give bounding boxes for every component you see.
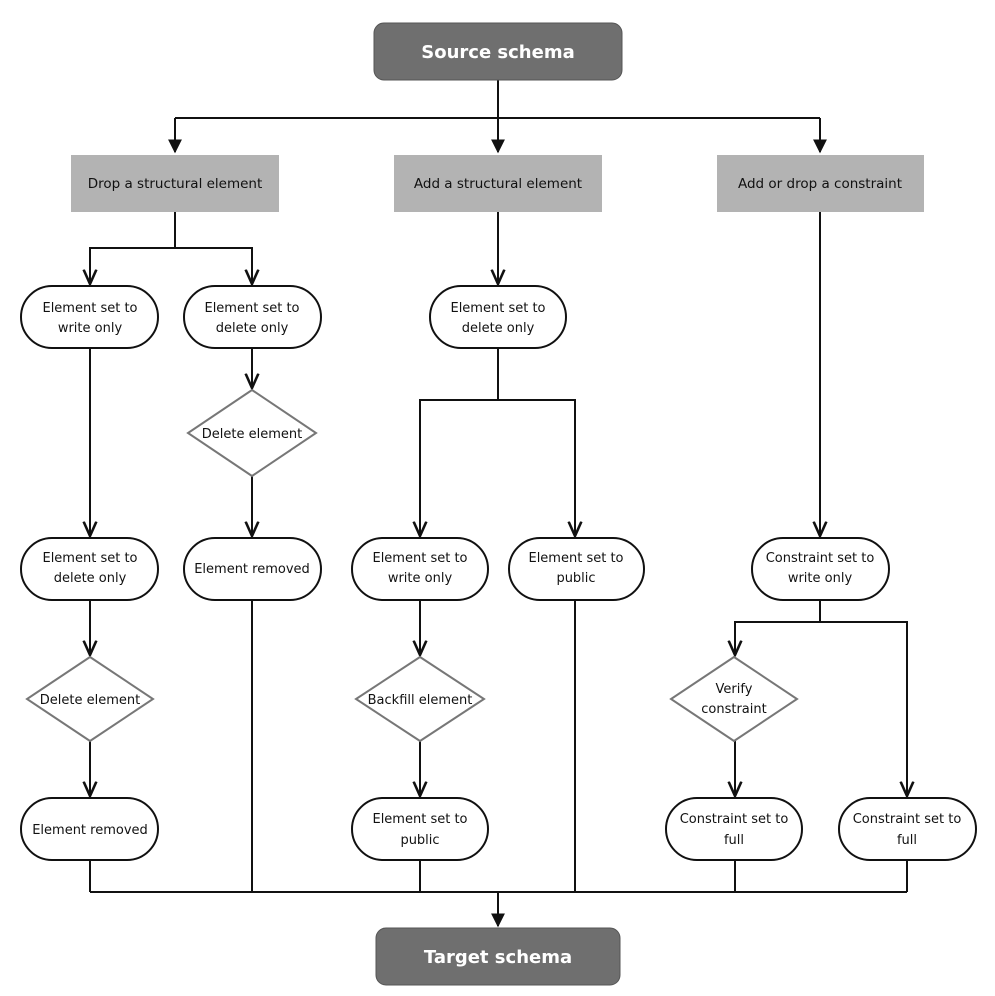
edge-drop-to-delete-only [175, 247, 252, 284]
add-public-a-line1: Element set to [528, 551, 623, 566]
drop-delete-only-b-node: Element set to delete only [183, 285, 322, 349]
drop-delete-only-a-node: Element set to delete only [20, 537, 159, 601]
add-write-only-node: Element set to write only [351, 537, 489, 601]
add-public-b-node: Element set to public [351, 797, 489, 861]
add-write-only-line1: Element set to [372, 551, 467, 566]
category-add-label: Add a structural element [414, 176, 582, 192]
edge-add-delete-only-to-write-only [420, 348, 499, 536]
edge-add-delete-only-to-public [498, 399, 575, 536]
drop-delete-element-b-diamond: Delete element [186, 388, 318, 478]
category-drop-node: Drop a structural element [71, 155, 279, 212]
add-public-a-node: Element set to public [508, 537, 645, 601]
category-constraint-node: Add or drop a constraint [717, 155, 924, 212]
target-schema-label: Target schema [424, 947, 572, 968]
add-write-only-line2: write only [388, 571, 453, 586]
drop-write-only-line2: write only [58, 321, 123, 336]
drop-delete-only-a-line2: delete only [54, 571, 127, 586]
con-full-b-line2: full [897, 833, 917, 848]
con-full-b-line1: Constraint set to [853, 812, 962, 827]
edge-con-write-only-to-full-b [820, 621, 907, 796]
add-delete-only-line2: delete only [462, 321, 535, 336]
drop-write-only-node: Element set to write only [20, 285, 159, 349]
add-public-b-line1: Element set to [372, 812, 467, 827]
add-public-a-line2: public [556, 571, 595, 586]
source-schema-node: Source schema [373, 22, 623, 81]
add-backfill-label: Backfill element [368, 693, 473, 708]
edge-drop-to-write-only [90, 212, 176, 284]
drop-write-only-line1: Element set to [42, 301, 137, 316]
drop-delete-element-b-label: Delete element [202, 427, 302, 442]
category-constraint-label: Add or drop a constraint [738, 176, 902, 192]
drop-removed-a-line1: Element removed [32, 823, 148, 838]
con-full-b-node: Constraint set to full [838, 797, 977, 861]
edges [90, 80, 907, 928]
drop-delete-element-a-label: Delete element [40, 693, 140, 708]
con-write-only-line1: Constraint set to [766, 551, 875, 566]
drop-removed-b-line1: Element removed [194, 562, 310, 577]
drop-delete-only-b-line1: Element set to [204, 301, 299, 316]
drop-delete-element-a-diamond: Delete element [25, 655, 155, 743]
add-backfill-diamond: Backfill element [354, 655, 486, 743]
con-verify-line1: Verify [716, 682, 753, 697]
add-public-b-line2: public [400, 833, 439, 848]
con-write-only-line2: write only [788, 571, 853, 586]
target-schema-node: Target schema [375, 927, 621, 986]
drop-removed-a-node: Element removed [20, 797, 159, 861]
drop-delete-only-b-line2: delete only [216, 321, 289, 336]
drop-removed-b-node: Element removed [183, 537, 322, 601]
con-full-a-line1: Constraint set to [680, 812, 789, 827]
con-write-only-node: Constraint set to write only [751, 537, 890, 601]
drop-delete-only-a-line1: Element set to [42, 551, 137, 566]
add-delete-only-node: Element set to delete only [429, 285, 567, 349]
edge-con-write-only-to-verify [735, 600, 821, 655]
con-full-a-line2: full [724, 833, 744, 848]
category-add-node: Add a structural element [394, 155, 602, 212]
category-drop-label: Drop a structural element [88, 176, 263, 192]
source-schema-label: Source schema [421, 42, 574, 63]
con-verify-line2: constraint [701, 702, 766, 717]
con-verify-diamond: Verify constraint [669, 655, 799, 743]
add-delete-only-line1: Element set to [450, 301, 545, 316]
con-full-a-node: Constraint set to full [665, 797, 803, 861]
